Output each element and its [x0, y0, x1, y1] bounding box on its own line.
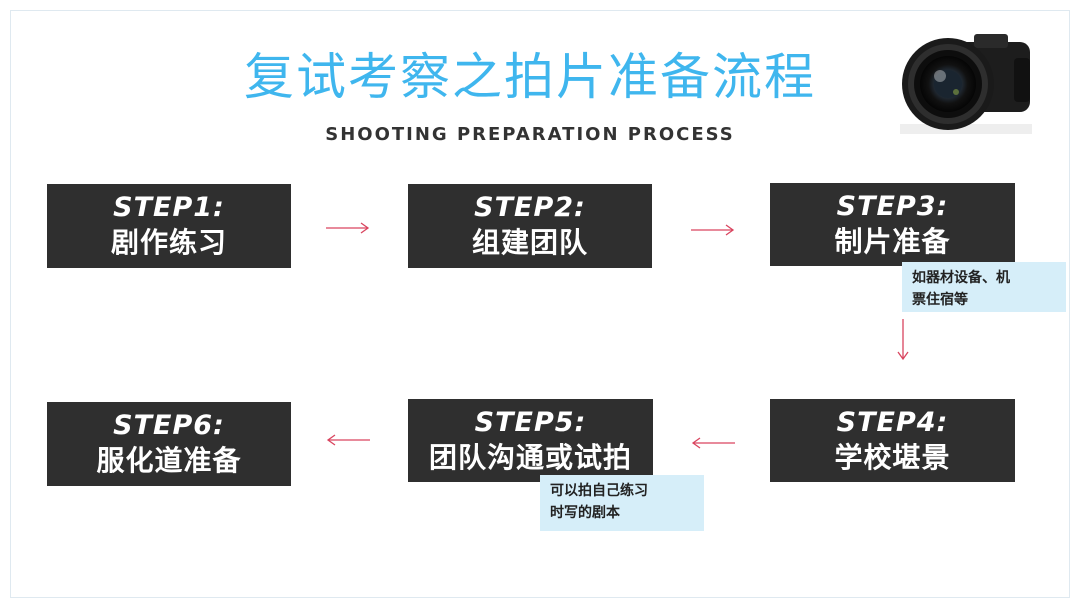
step-1-box: STEP1: 剧作练习: [47, 184, 291, 268]
step-5-note-line-1: 可以拍自己练习: [550, 483, 648, 499]
step-6-name: 服化道准备: [96, 444, 242, 477]
step-4-box: STEP4: 学校堪景: [770, 399, 1015, 482]
step-1-label: STEP1:: [113, 192, 225, 223]
step-3-box: STEP3: 制片准备: [770, 183, 1015, 266]
step-3-note: 如器材设备、机 票住宿等: [902, 262, 1066, 312]
step-4-name: 学校堪景: [834, 441, 951, 474]
page-subtitle: SHOOTING PREPARATION PROCESS: [325, 124, 735, 145]
arrow-right-2: [691, 224, 735, 236]
step-6-label: STEP6:: [113, 410, 225, 441]
step-3-label: STEP3:: [836, 191, 949, 222]
step-3-name: 制片准备: [834, 225, 951, 258]
step-2-box: STEP2: 组建团队: [408, 184, 652, 268]
step-4-label: STEP4:: [836, 407, 949, 438]
step-1-name: 剧作练习: [110, 226, 227, 259]
camera-icon: [900, 34, 1032, 134]
page-title: 复试考察之拍片准备流程: [244, 48, 816, 106]
step-5-note: 可以拍自己练习 时写的剧本: [540, 475, 704, 531]
step-2-label: STEP2:: [474, 192, 586, 223]
step-5-box: STEP5: 团队沟通或试拍: [408, 399, 653, 482]
step-5-note-line-2: 时写的剧本: [550, 505, 620, 521]
arrow-left-1: [691, 437, 735, 449]
step-6-box: STEP6: 服化道准备: [47, 402, 291, 486]
step-2-name: 组建团队: [471, 226, 588, 259]
arrow-right-1: [326, 222, 370, 234]
step-5-label: STEP5:: [474, 407, 587, 438]
arrow-left-2: [326, 434, 370, 446]
step-5-name: 团队沟通或试拍: [428, 441, 632, 474]
arrow-down: [897, 319, 909, 361]
step-3-note-line-1: 如器材设备、机: [912, 270, 1010, 286]
step-3-note-line-2: 票住宿等: [912, 292, 968, 308]
